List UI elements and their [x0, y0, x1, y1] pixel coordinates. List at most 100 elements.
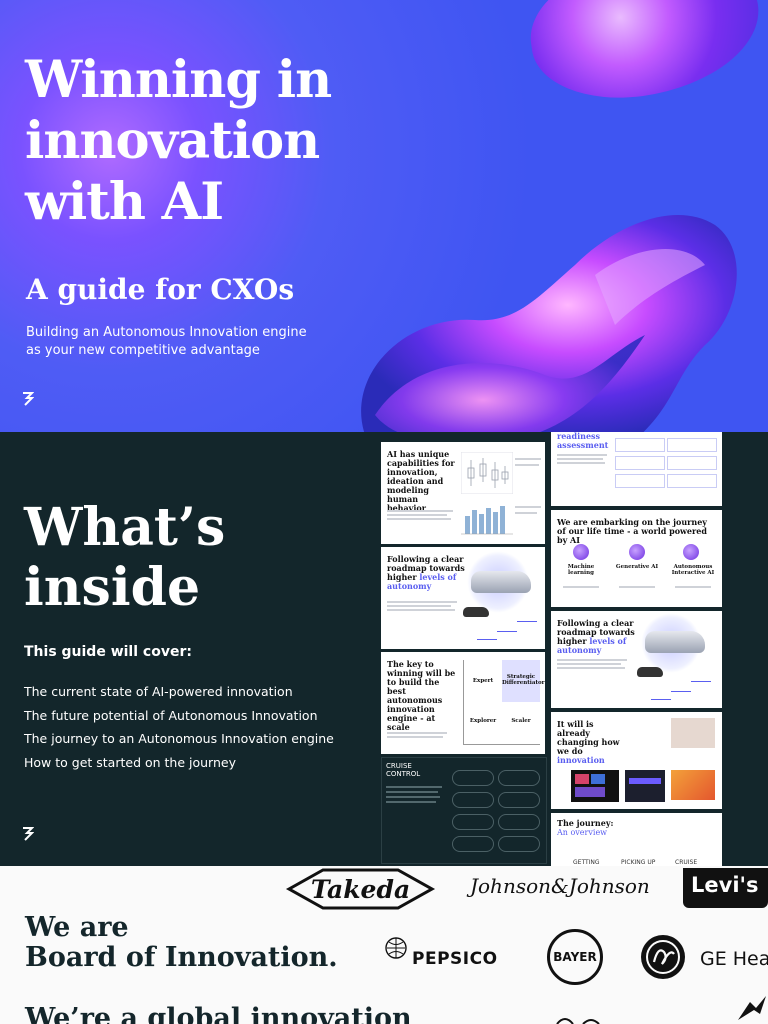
text-line [515, 506, 541, 508]
interactive-ai-orb-icon [683, 544, 699, 560]
step-line [671, 691, 691, 692]
levis-logo: Levi's [683, 868, 768, 908]
text-line [619, 586, 655, 588]
hero-section: Winning in innovation with AI A guide fo… [0, 0, 768, 432]
heading-text: Following a clear roadmap towards higher [557, 618, 635, 646]
cruise-pill [452, 770, 494, 786]
cruise-pill [452, 836, 494, 852]
readiness-box [615, 438, 665, 452]
heading-accent: levels of autonomy [387, 572, 457, 591]
whats-inside-section: What’s inside This guide will cover: The… [0, 432, 768, 866]
text-line [557, 663, 621, 665]
text-line [386, 791, 438, 793]
thumbnail-heading: The journey:An overview [557, 818, 657, 838]
partial-logo-icon [556, 1018, 600, 1024]
boi-logo-icon [23, 827, 34, 841]
ai-kind-label: Machine learning [567, 564, 595, 576]
ge-healthcare-text: GE Heal [700, 948, 768, 970]
quadrant-label: Strategic Differentiator [502, 674, 545, 686]
takeda-logo: Takeda [283, 868, 438, 910]
list-item: The current state of AI-powered innovati… [24, 684, 293, 699]
quadrant-label: Scaler [511, 718, 531, 724]
text-line [387, 736, 443, 738]
heading-accent: An overview [557, 828, 608, 837]
about-title-line-2: Board of Innovation. [25, 942, 338, 973]
thumbnail-readiness: readiness assessment [551, 432, 722, 506]
heading-accent: levels of autonomy [557, 636, 627, 655]
car-icon [471, 571, 531, 593]
text-line [386, 796, 440, 798]
machine-learning-orb-icon [573, 544, 589, 560]
about-subtitle: We’re a global innovation [25, 1003, 412, 1024]
text-line [387, 601, 457, 603]
takeda-text: Takeda [310, 875, 411, 904]
tagline-line-2: as your new competitive advantage [26, 343, 260, 358]
list-item: How to get started on the journey [24, 754, 236, 770]
text-line [557, 667, 625, 669]
thumbnail-heading: AI has unique capabilities for innovatio… [387, 449, 455, 513]
johnson-and-johnson-logo: Johnson&Johnson [470, 874, 650, 898]
readiness-box [615, 456, 665, 470]
car-icon [645, 631, 705, 653]
cruise-pill [452, 792, 494, 808]
text-line [557, 659, 627, 661]
thumbnail-heading: We are embarking on the journey of our l… [557, 517, 707, 545]
step-line [651, 699, 671, 700]
text-line [557, 458, 603, 460]
about-title: We are Board of Innovation. [25, 913, 338, 973]
bayer-text: BAYER [553, 950, 597, 964]
thumbnail-heading: Following a clear roadmap towards higher… [387, 555, 467, 591]
journey-stage-label: CRUISE [675, 859, 698, 866]
screenshot-image [625, 770, 665, 802]
readiness-box [667, 456, 717, 470]
cruise-pill [498, 770, 540, 786]
abstract-3d-shape-bottom [361, 215, 737, 432]
image-tile [629, 778, 661, 784]
thumbnail-ai-capabilities: AI has unique capabilities for innovatio… [381, 442, 545, 544]
text-line [557, 462, 605, 464]
thumbnail-heading: The key to winning will be to build the … [387, 659, 456, 732]
ge-monogram-icon [641, 935, 685, 979]
readiness-box [667, 474, 717, 488]
abstract-3d-shape-top [521, 0, 768, 111]
guide-cover-label: This guide will cover: [24, 644, 192, 660]
text-line [515, 458, 541, 460]
heading-text: Following a clear roadmap towards higher [387, 554, 465, 582]
thumbnail-journey-of-lifetime: We are embarking on the journey of our l… [551, 510, 722, 607]
cruise-pill [498, 792, 540, 808]
quadrant-label: Expert [472, 678, 494, 684]
text-line [387, 514, 447, 516]
thumbnail-cruise-control: CRUISE CONTROL [381, 757, 547, 864]
step-line [477, 639, 497, 640]
readiness-box [615, 474, 665, 488]
text-line [515, 512, 537, 514]
step-line [497, 631, 517, 632]
thumbnail-heading: It will is already changing how we do in… [557, 720, 627, 765]
thumbnail-roadmap: Following a clear roadmap towards higher… [381, 547, 545, 649]
cruise-pill [498, 814, 540, 830]
text-line [387, 605, 451, 607]
quadrant-chart: Expert Strategic Differentiator Explorer… [463, 660, 545, 745]
image-tile [575, 774, 589, 784]
boi-logo-icon [23, 392, 34, 406]
bayer-logo: BAYER [547, 929, 603, 985]
heading-text: The journey: [557, 818, 614, 828]
list-item: The journey to an Autonomous Innovation … [24, 731, 334, 746]
box-plot-chart-icon [461, 452, 513, 494]
hero-title-line-2: innovation [25, 111, 320, 171]
generative-ai-orb-icon [629, 544, 645, 560]
bird-logo-icon [738, 996, 766, 1020]
car-small-icon [637, 667, 663, 677]
thumbnail-heading: Following a clear roadmap towards higher… [557, 619, 637, 655]
hero-title: Winning in innovation with AI [25, 50, 332, 233]
thumbnail-heading: CRUISE CONTROL [386, 762, 421, 778]
inside-title-line-1: What’s [24, 497, 226, 558]
inside-title: What’s inside [24, 498, 225, 618]
inside-title-line-2: inside [24, 557, 201, 618]
journey-stage-label: GETTING [573, 859, 600, 866]
car-small-icon [463, 607, 489, 617]
heading-accent: innovation [557, 755, 605, 765]
list-item: The future potential of Autonomous Innov… [24, 707, 318, 723]
text-line [387, 732, 447, 734]
step-line [517, 621, 537, 622]
